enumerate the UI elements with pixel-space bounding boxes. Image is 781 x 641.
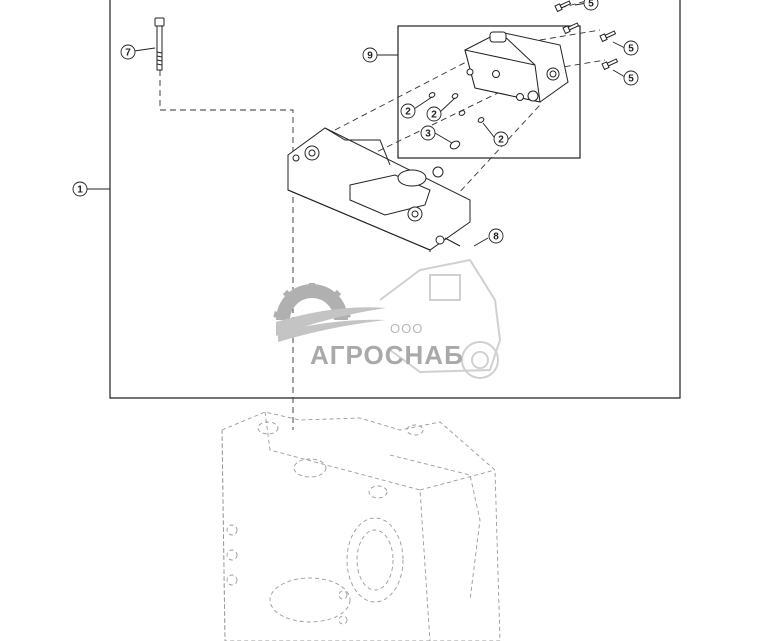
- watermark-prefix: ООО: [390, 321, 423, 336]
- harvester-silhouette-icon: [379, 258, 502, 379]
- callout-label: 5: [628, 44, 634, 55]
- valve-housing: [287, 127, 471, 252]
- callout-7: 7: [120, 44, 136, 60]
- gear-logo-icon: [273, 283, 386, 342]
- callout-5-bottom: 5: [623, 70, 639, 86]
- callout-label: 2: [431, 110, 437, 121]
- callout-2-right: 2: [493, 131, 509, 147]
- callouts: [87, 2, 626, 247]
- gearbox-housing-ghost: [221, 411, 501, 641]
- callout-label: 7: [125, 48, 131, 59]
- callout-2-left: 2: [400, 103, 416, 119]
- bolt-7: [154, 17, 165, 71]
- callout-label: 9: [367, 51, 373, 62]
- watermark-name: АГРОСНАБ: [310, 340, 464, 370]
- callout-label: 1: [77, 185, 83, 196]
- callout-5-top: 5: [583, 0, 599, 11]
- callout-1: 1: [72, 181, 88, 197]
- subassembly-frame: [397, 25, 581, 159]
- callout-5-middle: 5: [623, 40, 639, 56]
- callout-8: 8: [488, 228, 504, 244]
- callout-label: 5: [628, 74, 634, 85]
- callout-label: 8: [493, 232, 499, 243]
- o-rings: [428, 92, 485, 150]
- screws-5: [554, 0, 619, 71]
- callout-label: 3: [425, 129, 431, 140]
- callout-label: 2: [498, 135, 504, 146]
- callout-label: 2: [405, 107, 411, 118]
- callout-label: 5: [588, 0, 594, 10]
- callout-2-middle: 2: [426, 106, 442, 122]
- valve-block: [464, 31, 569, 103]
- callout-9: 9: [362, 47, 378, 63]
- watermark: ООО АГРОСНАБ: [273, 258, 502, 379]
- assembly-frame: [109, 0, 681, 399]
- callout-3: 3: [420, 125, 436, 141]
